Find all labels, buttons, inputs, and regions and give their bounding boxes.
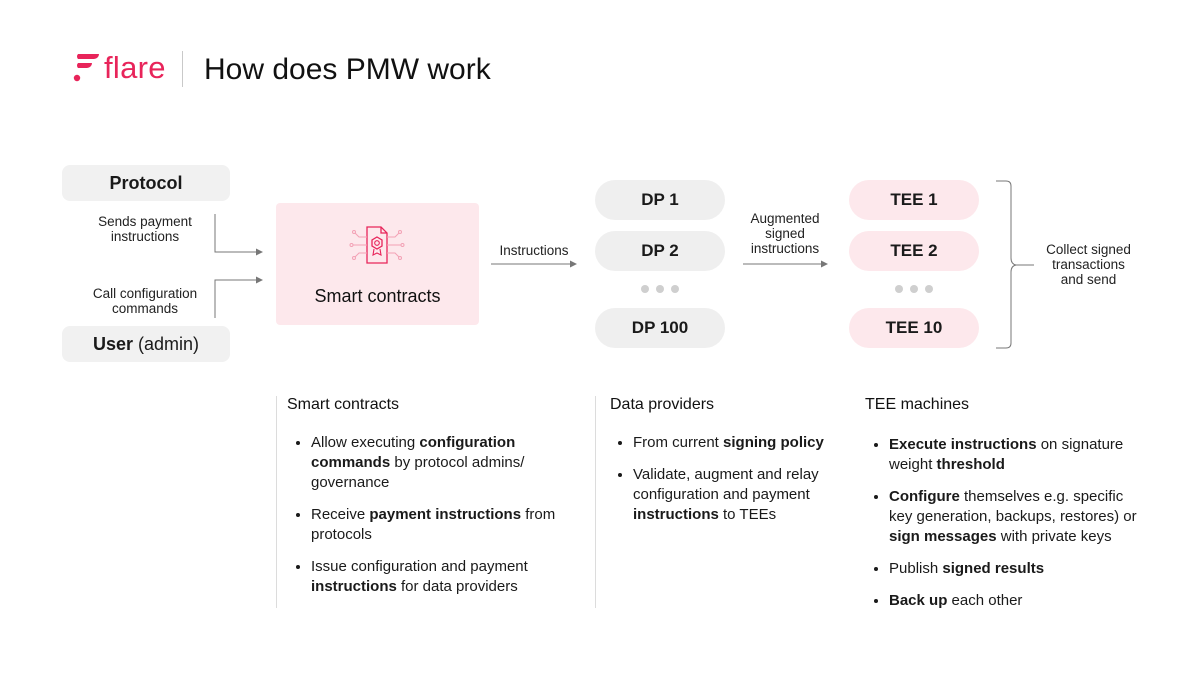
bullet-bold-text: Back up: [889, 592, 948, 609]
data-providers-column: Data providers From current signing poli…: [595, 396, 841, 608]
protocol-arrow: [214, 214, 263, 256]
bullet-bold-text: instructions: [311, 578, 397, 595]
bullet-text: each other: [947, 592, 1023, 609]
collect-label: Collect signed transactions and send: [1046, 242, 1131, 287]
bullet-text: on signature weight: [889, 436, 1124, 473]
bullet-list: From current signing policyValidate, aug…: [596, 433, 841, 525]
column-title: Data providers: [610, 396, 715, 413]
bullet-bold-text: configuration commands: [311, 434, 516, 471]
bullet-bold-text: signed results: [942, 560, 1045, 577]
dp-ellipsis: [595, 285, 725, 293]
dp-1-pill: DP 1: [595, 180, 725, 220]
contract-icon: [349, 226, 405, 264]
tee-ellipsis: [849, 285, 979, 293]
tee-bracket: [996, 180, 1017, 349]
protocol-label: Protocol: [109, 172, 183, 193]
bullet-item: Issue configuration and payment instruct…: [311, 557, 577, 597]
tee-2-label: TEE 2: [890, 241, 938, 260]
bullet-bold-text: payment instructions: [369, 506, 522, 523]
tee-10-pill: TEE 10: [849, 308, 979, 348]
bullet-item: Execute instructions on signature weight…: [889, 435, 1149, 475]
sends-payment-label: Sends payment instructions: [98, 214, 192, 244]
user-label: User: [92, 333, 133, 354]
bullet-bold-text: sign messages: [889, 528, 997, 545]
call-config-label: Call configuration commands: [92, 286, 198, 316]
header-divider: [182, 51, 183, 87]
bullet-item: Publish signed results: [889, 559, 1149, 579]
column-title: TEE machines: [865, 396, 970, 413]
tee-machines-column: TEE machines Execute instructions on sig…: [849, 396, 1149, 611]
bullet-text: Issue configuration and payment: [311, 558, 528, 575]
instructions-label: Instructions: [499, 243, 569, 258]
user-arrow: [214, 276, 263, 318]
user-box: User (admin): [62, 326, 230, 362]
smart-contracts-box: Smart contracts: [276, 203, 479, 325]
bullet-bold-text: Configure: [889, 488, 960, 505]
dp-2-label: DP 2: [641, 241, 679, 260]
tee-2-pill: TEE 2: [849, 231, 979, 271]
bullet-bold-text: threshold: [936, 456, 1005, 473]
bullet-text: by protocol admins/ governance: [311, 454, 525, 491]
bullet-item: Validate, augment and relay configuratio…: [633, 465, 841, 525]
bullet-list: Execute instructions on signature weight…: [849, 435, 1149, 611]
user-role: (admin): [133, 333, 200, 354]
bullet-text: with private keys: [996, 528, 1112, 545]
bullet-text: for data providers: [396, 578, 518, 595]
tee-1-pill: TEE 1: [849, 180, 979, 220]
bullet-text: to TEEs: [718, 506, 777, 523]
bullet-item: Configure themselves e.g. specific key g…: [889, 487, 1149, 547]
bullet-item: From current signing policy: [633, 433, 841, 453]
page-title: How does PMW work: [204, 53, 491, 86]
bullet-text: From current: [633, 434, 724, 451]
tee-10-label: TEE 10: [885, 318, 943, 337]
dp-100-pill: DP 100: [595, 308, 725, 348]
bullet-text: Allow executing: [311, 434, 420, 451]
bullet-text: themselves e.g. specific key generation,…: [889, 488, 1137, 525]
smart-contracts-label: Smart contracts: [314, 286, 441, 306]
bullet-bold-text: Execute instructions: [889, 436, 1037, 453]
bullet-item: Allow executing configuration commands b…: [311, 433, 577, 493]
bullet-text: from protocols: [311, 506, 556, 543]
bullet-text: Validate, augment and relay configuratio…: [633, 466, 819, 503]
column-title: Smart contracts: [287, 396, 400, 413]
dp-100-label: DP 100: [631, 318, 689, 337]
augmented-label: Augmented signed instructions: [750, 211, 820, 256]
flare-logo: [72, 50, 182, 90]
smart-contracts-column: Smart contracts Allow executing configur…: [276, 396, 577, 608]
protocol-box: Protocol: [62, 165, 230, 201]
dp-1-label: DP 1: [641, 190, 679, 209]
bullet-text: Publish: [889, 560, 943, 577]
bullet-list: Allow executing configuration commands b…: [277, 433, 577, 597]
bullet-text: Receive: [311, 506, 370, 523]
tee-1-label: TEE 1: [890, 190, 938, 209]
bullet-bold-text: signing policy: [723, 434, 824, 451]
bullet-item: Receive payment instructions from protoc…: [311, 505, 577, 545]
flare-logo-icon: [73, 54, 99, 82]
logo-text: flare: [104, 50, 166, 85]
bullet-item: Back up each other: [889, 591, 1149, 611]
dp-2-pill: DP 2: [595, 231, 725, 271]
bullet-bold-text: instructions: [633, 506, 719, 523]
